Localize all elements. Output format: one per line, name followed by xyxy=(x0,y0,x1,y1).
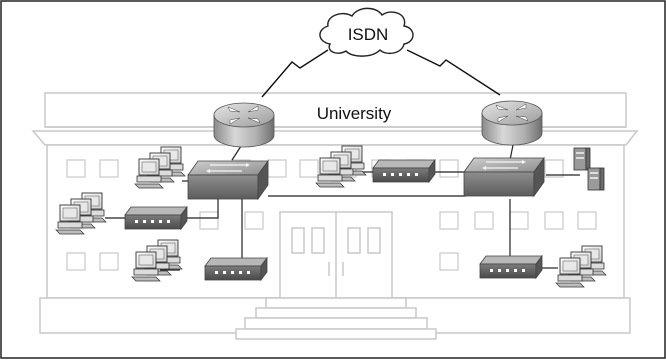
lan-cabling xyxy=(105,139,580,271)
isdn-cloud: ISDN xyxy=(319,7,414,57)
building-label: University xyxy=(317,104,392,123)
wan-links xyxy=(261,49,501,98)
router-right-icon xyxy=(481,100,543,146)
hub-center-icon xyxy=(372,159,436,183)
router-left-icon xyxy=(213,102,275,148)
hub-lower-right-icon xyxy=(479,255,543,279)
cloud-label: ISDN xyxy=(348,25,389,44)
hub-lower-left-icon xyxy=(204,257,268,281)
switch-right-icon xyxy=(463,157,545,197)
switch-left-icon xyxy=(187,160,269,200)
hub-middle-left-icon xyxy=(124,206,188,230)
